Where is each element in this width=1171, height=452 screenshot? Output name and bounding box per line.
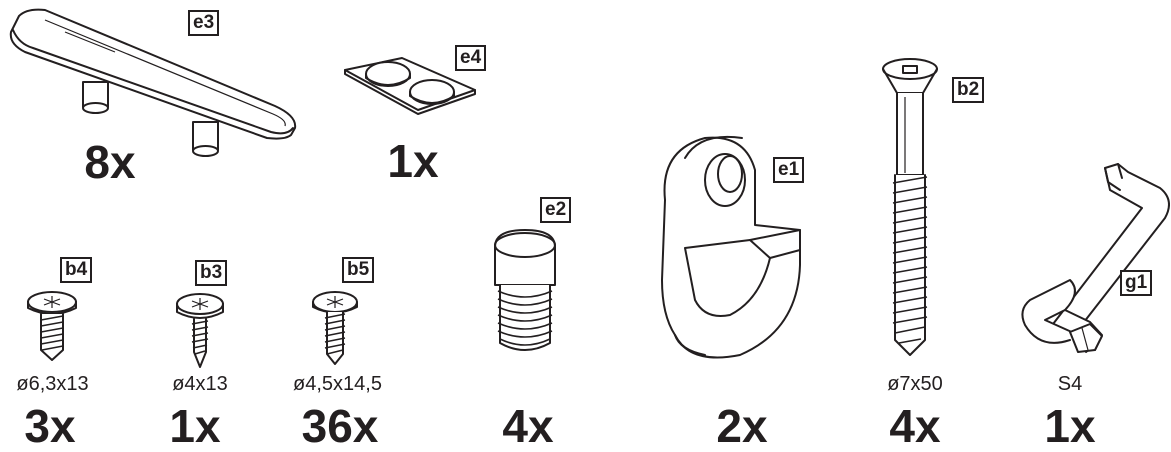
adhesive-pads-e4-drawing [344, 57, 476, 115]
part-label-e4: e4 [455, 45, 487, 71]
size-g1: S4 [1057, 373, 1083, 395]
screw-b5-drawing [312, 291, 358, 365]
part-label-e2: e2 [540, 197, 572, 223]
part-label-g1: g1 [1120, 270, 1153, 296]
quantity-b4: 3x [24, 400, 76, 452]
quantity-b2: 4x [889, 400, 941, 452]
size-b2: ø7x50 [887, 373, 943, 395]
hex-key-g1-drawing [1021, 163, 1170, 353]
leveling-foot-e2-drawing [494, 229, 556, 351]
part-label-b4: b4 [60, 257, 93, 283]
quantity-e2: 4x [502, 400, 554, 452]
part-label-b2: b2 [952, 77, 985, 103]
long-screw-b2-drawing [882, 58, 938, 356]
quantity-e4: 1x [387, 135, 439, 187]
quantity-b3: 1x [169, 400, 221, 452]
quantity-e3: 8x [84, 136, 136, 188]
part-label-b5: b5 [342, 257, 375, 283]
screw-b3-drawing [176, 293, 224, 368]
screw-b4-drawing [27, 291, 77, 361]
quantity-e1: 2x [716, 400, 768, 452]
shelf-support-e3-drawing [9, 8, 297, 157]
size-b5: ø4,5x14,5 [293, 373, 382, 395]
part-label-e1: e1 [773, 157, 805, 183]
quantity-g1: 1x [1044, 400, 1096, 452]
size-b3: ø4x13 [172, 373, 228, 395]
part-label-b3: b3 [195, 260, 228, 286]
rod-bracket-e1-drawing [661, 135, 801, 359]
quantity-b5: 36x [301, 400, 379, 452]
size-b4: ø6,3x13 [16, 373, 89, 395]
part-label-e3: e3 [188, 10, 220, 36]
